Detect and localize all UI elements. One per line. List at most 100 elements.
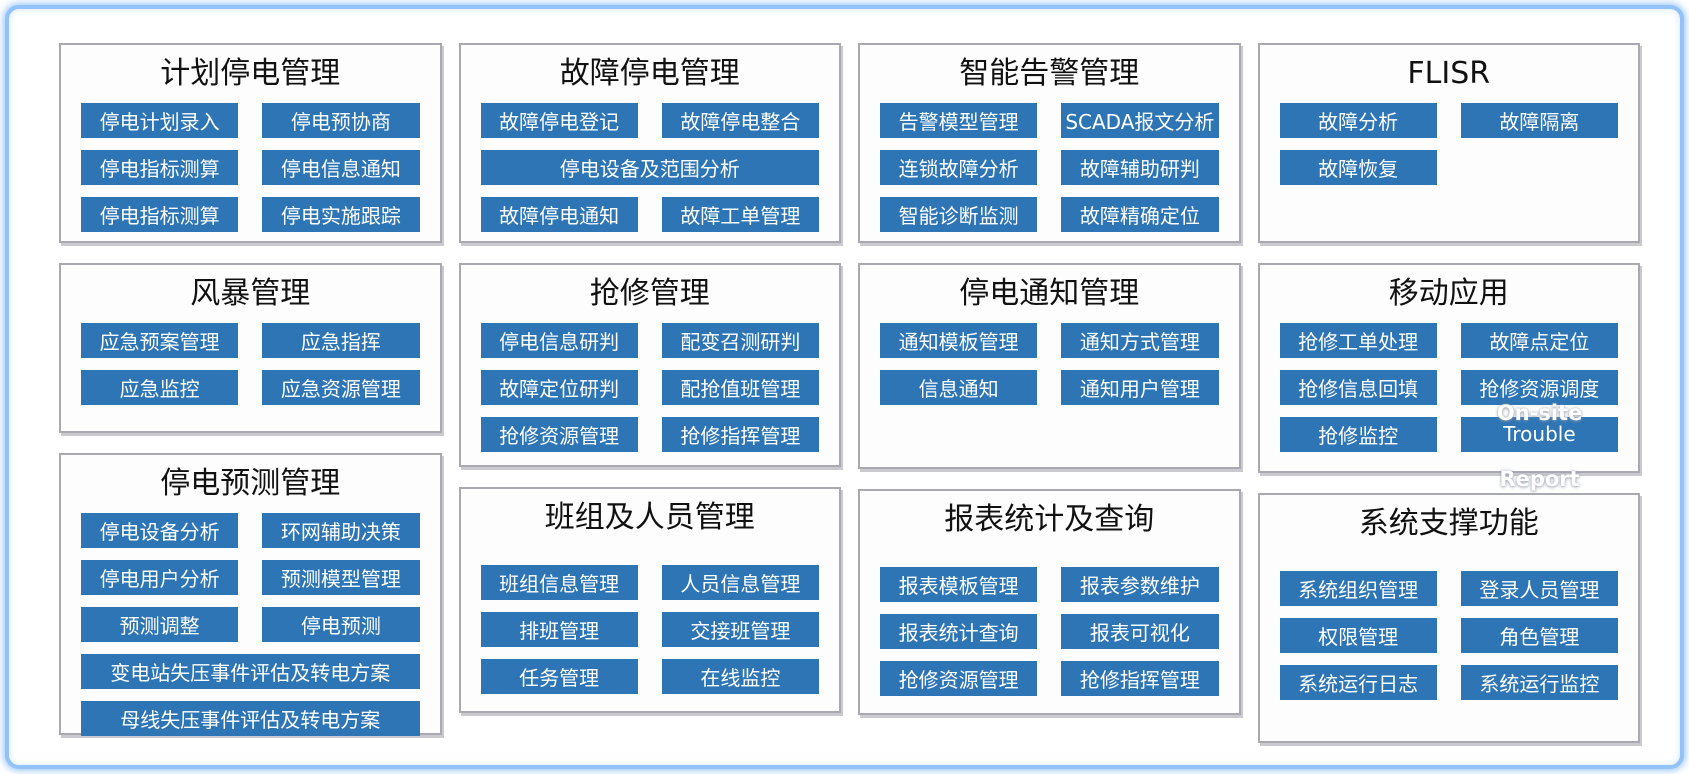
module-button[interactable]: 抢修指挥管理: [1061, 660, 1219, 696]
module-button[interactable]: 抢修资源调度: [1460, 369, 1618, 405]
panel-storm: 风暴管理应急预案管理应急指挥应急监控应急资源管理: [59, 263, 442, 433]
module-button[interactable]: 排班管理: [480, 611, 638, 647]
module-button[interactable]: 停电实施跟踪: [262, 196, 420, 232]
module-button[interactable]: 报表模板管理: [880, 566, 1038, 602]
module-button[interactable]: 故障点定位: [1460, 322, 1618, 358]
module-button[interactable]: 停电信息通知: [262, 149, 420, 185]
module-button[interactable]: 停电预协商: [262, 102, 420, 138]
button-grid: 系统组织管理登录人员管理权限管理角色管理系统运行日志系统运行监控: [1274, 570, 1625, 700]
module-button[interactable]: 停电指标测算: [81, 149, 239, 185]
module-button[interactable]: 任务管理: [480, 658, 638, 694]
button-grid: 抢修工单处理故障点定位抢修信息回填抢修资源调度抢修监控 Trouble: [1274, 322, 1625, 452]
module-button[interactable]: 故障停电整合: [661, 102, 819, 138]
module-button[interactable]: 故障定位研判: [480, 369, 638, 405]
panel-flisr: FLISR 故障分析故障隔离故障恢复: [1257, 43, 1640, 243]
module-button[interactable]: 停电信息研判: [480, 322, 638, 358]
module-button[interactable]: 停电预测: [262, 606, 420, 642]
module-grid: 计划停电管理停电计划录入停电预协商停电指标测算停电信息通知停电指标测算停电实施跟…: [9, 9, 1680, 743]
module-button[interactable]: 告警模型管理: [880, 102, 1038, 138]
module-button[interactable]: 故障分析: [1279, 102, 1437, 138]
module-button[interactable]: 停电设备及范围分析: [480, 149, 819, 185]
module-button[interactable]: 配抢值班管理: [661, 369, 819, 405]
module-button[interactable]: 停电用户分析: [81, 559, 239, 595]
button-grid: 通知模板管理通知方式管理信息通知通知用户管理: [874, 322, 1225, 405]
module-button[interactable]: 预测模型管理: [262, 559, 420, 595]
module-button[interactable]: 抢修监控: [1279, 416, 1437, 452]
panel-title: 故障停电管理: [559, 56, 740, 91]
module-button[interactable]: 停电计划录入: [81, 102, 239, 138]
module-button[interactable]: 交接班管理: [661, 611, 819, 647]
module-button[interactable]: 连锁故障分析: [880, 149, 1038, 185]
panel-column: FLISR 故障分析故障隔离故障恢复移动应用抢修工单处理故障点定位抢修信息回填抢修…: [1257, 43, 1640, 743]
module-button[interactable]: Trouble: [1460, 416, 1618, 452]
panel-column: 计划停电管理停电计划录入停电预协商停电指标测算停电信息通知停电指标测算停电实施跟…: [59, 43, 442, 743]
module-button[interactable]: 故障隔离: [1460, 102, 1618, 138]
module-button[interactable]: 系统运行监控: [1460, 664, 1618, 700]
module-button[interactable]: 报表可视化: [1061, 613, 1219, 649]
module-button[interactable]: 角色管理: [1460, 617, 1618, 653]
module-button[interactable]: 停电设备分析: [81, 512, 239, 548]
module-button[interactable]: 班组信息管理: [480, 564, 638, 600]
button-grid: 报表模板管理报表参数维护报表统计查询报表可视化抢修资源管理抢修指挥管理: [874, 566, 1225, 696]
module-button[interactable]: 应急指挥: [262, 322, 420, 358]
panel-title: 报表统计及查询: [944, 502, 1155, 537]
app-frame: 计划停电管理停电计划录入停电预协商停电指标测算停电信息通知停电指标测算停电实施跟…: [5, 5, 1684, 769]
panel-title: 停电通知管理: [959, 276, 1140, 311]
panel-planned-outage: 计划停电管理停电计划录入停电预协商停电指标测算停电信息通知停电指标测算停电实施跟…: [59, 43, 442, 243]
button-grid: 班组信息管理人员信息管理排班管理交接班管理任务管理在线监控: [475, 564, 826, 694]
module-button[interactable]: 应急资源管理: [262, 369, 420, 405]
module-button[interactable]: 智能诊断监测: [880, 196, 1038, 232]
module-button[interactable]: 系统组织管理: [1279, 570, 1437, 606]
overflow-text: Report: [1499, 467, 1580, 491]
panel-title: 停电预测管理: [160, 466, 341, 501]
module-button[interactable]: 报表参数维护: [1061, 566, 1219, 602]
module-button[interactable]: 登录人员管理: [1460, 570, 1618, 606]
module-button[interactable]: 变电站失压事件评估及转电方案: [81, 653, 420, 689]
module-button[interactable]: 信息通知: [880, 369, 1038, 405]
button-grid: 停电信息研判配变召测研判故障定位研判配抢值班管理抢修资源管理抢修指挥管理: [475, 322, 826, 452]
module-button[interactable]: 故障工单管理: [661, 196, 819, 232]
module-button[interactable]: 抢修信息回填: [1279, 369, 1437, 405]
module-button[interactable]: 抢修资源管理: [480, 416, 638, 452]
panel-title: 系统支撑功能: [1358, 506, 1539, 541]
panel-title: 移动应用: [1388, 276, 1509, 311]
panel-title: 智能告警管理: [959, 56, 1140, 91]
module-button[interactable]: 抢修工单处理: [1279, 322, 1437, 358]
panel-title: 计划停电管理: [160, 56, 341, 91]
module-button[interactable]: 故障辅助研判: [1061, 149, 1219, 185]
panel-column: 智能告警管理告警模型管理 SCADA报文分析连锁故障分析故障辅助研判智能诊断监测故…: [858, 43, 1241, 743]
module-button[interactable]: 抢修资源管理: [880, 660, 1038, 696]
module-button[interactable]: 预测调整: [81, 606, 239, 642]
module-button[interactable]: 故障恢复: [1279, 149, 1437, 185]
panel-fault-outage: 故障停电管理故障停电登记故障停电整合停电设备及范围分析故障停电通知故障工单管理: [458, 43, 841, 243]
panel-smart-alarm: 智能告警管理告警模型管理 SCADA报文分析连锁故障分析故障辅助研判智能诊断监测故…: [858, 43, 1241, 243]
module-button[interactable]: 通知方式管理: [1061, 322, 1219, 358]
module-button[interactable]: 配变召测研判: [661, 322, 819, 358]
module-button[interactable]: 故障精确定位: [1061, 196, 1219, 232]
module-button[interactable]: 故障停电通知: [480, 196, 638, 232]
module-button[interactable]: 人员信息管理: [661, 564, 819, 600]
module-button[interactable]: 故障停电登记: [480, 102, 638, 138]
module-button[interactable]: 环网辅助决策: [262, 512, 420, 548]
panel-outage-notice: 停电通知管理通知模板管理通知方式管理信息通知通知用户管理: [858, 263, 1241, 469]
panel-title: FLISR: [1407, 56, 1491, 91]
module-button[interactable]: 报表统计查询: [880, 613, 1038, 649]
button-grid: 应急预案管理应急指挥应急监控应急资源管理: [75, 322, 426, 405]
module-button[interactable]: 权限管理: [1279, 617, 1437, 653]
panel-title: 抢修管理: [589, 276, 710, 311]
module-button[interactable]: 通知模板管理: [880, 322, 1038, 358]
panel-report-stats: 报表统计及查询报表模板管理报表参数维护报表统计查询报表可视化抢修资源管理抢修指挥…: [858, 489, 1241, 715]
panel-title: 班组及人员管理: [544, 500, 755, 535]
module-button[interactable]: 应急预案管理: [81, 322, 239, 358]
module-button[interactable]: 母线失压事件评估及转电方案: [81, 700, 420, 736]
module-button[interactable]: 应急监控: [81, 369, 239, 405]
module-button[interactable]: SCADA报文分析: [1061, 102, 1219, 138]
module-button[interactable]: 系统运行日志: [1279, 664, 1437, 700]
panel-outage-forecast: 停电预测管理停电设备分析环网辅助决策停电用户分析预测模型管理预测调整停电预测变电…: [59, 453, 442, 736]
module-button[interactable]: 在线监控: [661, 658, 819, 694]
module-button[interactable]: 停电指标测算: [81, 196, 239, 232]
module-button[interactable]: 通知用户管理: [1061, 369, 1219, 405]
module-button[interactable]: 抢修指挥管理: [661, 416, 819, 452]
panel-system-support: 系统支撑功能系统组织管理登录人员管理权限管理角色管理系统运行日志系统运行监控: [1257, 493, 1640, 743]
